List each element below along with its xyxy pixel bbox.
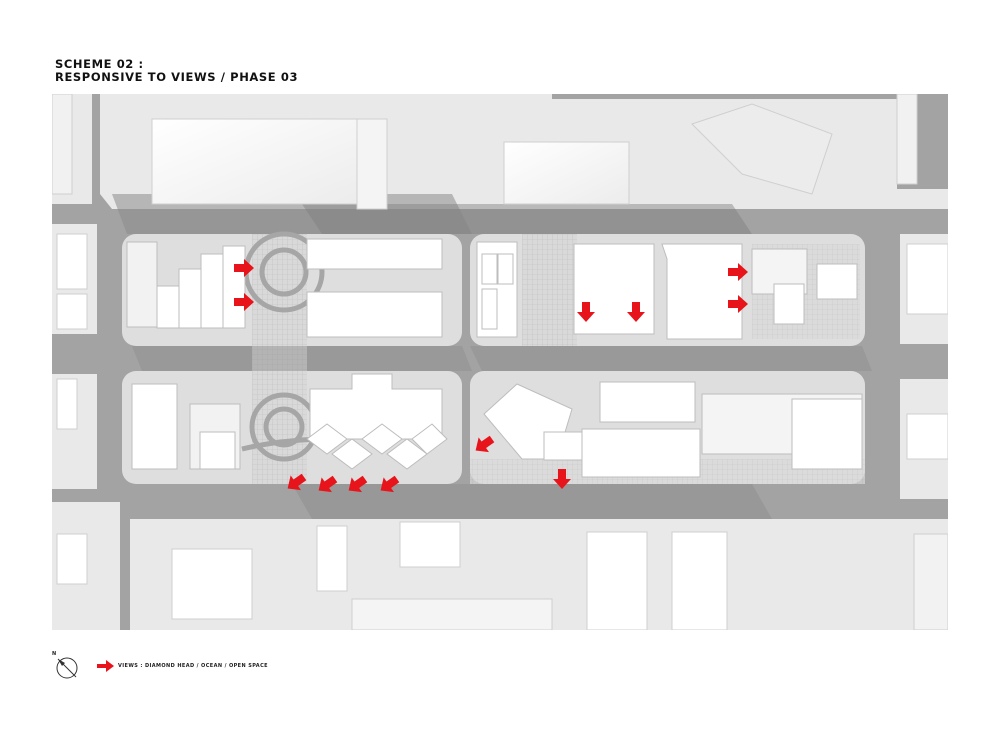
plaza-grid-mid: [522, 234, 577, 346]
view-arrow: [318, 475, 338, 493]
building-north-3: [503, 141, 630, 205]
building-south-2: [316, 525, 348, 592]
building-west-2: [56, 293, 88, 330]
view-arrow: [234, 293, 254, 311]
shadow-band-4: [470, 346, 872, 371]
legend-views-label: VIEWS : DIAMOND HEAD / OCEAN / OPEN SPAC…: [118, 663, 268, 669]
building-south-6: [671, 531, 728, 630]
view-arrow: [577, 302, 595, 322]
view-arrow: [287, 473, 307, 491]
building-north-2: [356, 118, 388, 210]
building-ne-5: [816, 263, 858, 300]
building-south-7: [913, 533, 948, 630]
view-arrow: [380, 475, 400, 493]
building-west-3: [56, 378, 78, 430]
north-letter: N: [52, 651, 57, 657]
diagram-title: SCHEME 02 : RESPONSIVE TO VIEWS / PHASE …: [55, 58, 298, 84]
view-arrow: [553, 469, 571, 489]
building-se-2: [581, 428, 701, 478]
view-arrow-legend-icon: [97, 660, 114, 672]
view-arrow: [234, 259, 254, 277]
building-se-1: [599, 381, 696, 423]
building-ne-2: [661, 243, 743, 340]
building-south-1: [171, 548, 253, 620]
building-nw-slab-1: [306, 238, 443, 270]
view-arrow: [728, 263, 748, 281]
building-sw-1: [131, 383, 178, 470]
building-east-1: [906, 243, 948, 315]
view-arrow: [475, 435, 495, 453]
building-north-6: [52, 94, 73, 195]
title-line-1: SCHEME 02 :: [55, 57, 144, 71]
shadow-band-3: [132, 346, 472, 371]
north-arrow-compass-icon: [56, 657, 78, 679]
building-sw-courtyard: [309, 373, 443, 440]
building-south-4: [351, 598, 553, 630]
title-line-2: RESPONSIVE TO VIEWS / PHASE 03: [55, 70, 299, 84]
view-arrow: [728, 295, 748, 313]
building-nw-slab-2: [306, 291, 443, 338]
site-plan-map: [52, 94, 948, 630]
building-north-5: [896, 94, 918, 185]
building-west-4: [56, 533, 88, 585]
view-arrow: [348, 475, 368, 493]
building-east-2: [906, 413, 948, 460]
view-arrows: [234, 259, 748, 493]
building-sw-3: [199, 431, 236, 470]
stepped-tower-nw: [126, 241, 246, 329]
building-ne-ladder: [476, 241, 518, 338]
building-se-tower: [791, 398, 863, 470]
building-west-1: [56, 233, 88, 290]
shadow-band-2: [302, 204, 752, 234]
view-arrow: [627, 302, 645, 322]
building-sw-sawtooth: [306, 423, 448, 470]
shadow-band-5: [292, 484, 772, 519]
building-ne-4: [773, 283, 805, 325]
building-north-4: [691, 103, 833, 195]
building-se-small: [543, 431, 583, 461]
building-south-5: [586, 531, 648, 630]
building-south-3: [399, 521, 461, 568]
building-north-1: [151, 118, 358, 205]
